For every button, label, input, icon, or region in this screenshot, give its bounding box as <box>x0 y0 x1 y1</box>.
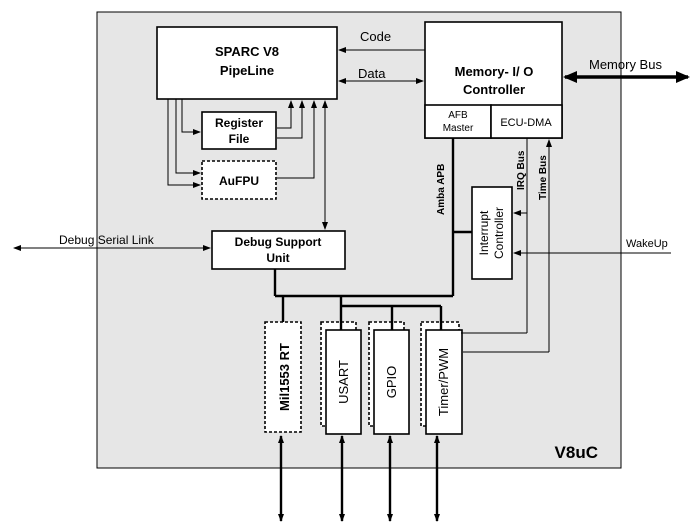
ecu-dma-label: ECU-DMA <box>500 117 552 129</box>
timer-pwm-block: Timer/PWM <box>420 321 463 435</box>
memory-bus-label: Memory Bus <box>589 57 662 72</box>
regfile-line1: Register <box>215 116 263 130</box>
usart-label: USART <box>336 360 351 404</box>
wakeup-signal: WakeUp <box>513 238 671 256</box>
wakeup-label: WakeUp <box>626 238 668 250</box>
data-link: Data <box>338 66 424 84</box>
fpu-block: AuFPU <box>201 160 277 200</box>
amba-apb-bus: Amba APB <box>273 138 472 330</box>
dsu-line1: Debug Support <box>235 235 322 249</box>
debug-support-unit-block: Debug Support Unit <box>211 230 346 270</box>
register-file-block: Register File <box>201 111 277 150</box>
data-label: Data <box>358 66 386 81</box>
dsu-line2: Unit <box>266 251 289 265</box>
time-bus-label: Time Bus <box>538 155 549 200</box>
regfile-line2: File <box>229 132 250 146</box>
pipeline-title: SPARC V8 <box>215 44 279 59</box>
interrupt-controller-block: Interrupt Controller <box>471 186 513 280</box>
pipeline-subtitle: PipeLine <box>220 63 274 78</box>
sparc-pipeline-block: SPARC V8 PipeLine <box>156 26 338 100</box>
mem-subtitle: Controller <box>463 82 525 97</box>
fpu-label: AuFPU <box>219 174 259 188</box>
debug-serial-link: Debug Serial Link <box>13 233 211 251</box>
external-io-arrows <box>278 435 440 522</box>
memory-bus: Memory Bus <box>563 57 690 83</box>
usart-block: USART <box>320 321 362 435</box>
afb-master-line1: AFB <box>448 110 468 121</box>
memory-io-controller-block: Memory- I/ O Controller AFB Master ECU-D… <box>424 21 563 139</box>
irq-line2: Controller <box>492 207 506 259</box>
irq-bus: IRQ Bus <box>461 138 528 334</box>
afb-master-line2: Master <box>443 123 474 134</box>
timer-label: Timer/PWM <box>436 348 451 416</box>
irq-bus-label: IRQ Bus <box>516 150 527 190</box>
irq-line1: Interrupt <box>477 210 491 255</box>
mem-title: Memory- I/ O <box>455 64 534 79</box>
time-bus: Time Bus <box>463 139 552 353</box>
amba-apb-label: Amba APB <box>436 164 447 215</box>
mil1553-block: Mil1553 RT <box>264 321 302 433</box>
debug-link-label: Debug Serial Link <box>59 233 155 247</box>
mil1553-label: Mil1553 RT <box>277 343 292 411</box>
gpio-label: GPIO <box>384 366 399 399</box>
pipeline-internal-wiring <box>167 99 328 230</box>
gpio-block: GPIO <box>368 321 410 435</box>
code-link: Code <box>338 29 425 53</box>
code-label: Code <box>360 29 391 44</box>
chip-name: V8uC <box>555 443 598 462</box>
